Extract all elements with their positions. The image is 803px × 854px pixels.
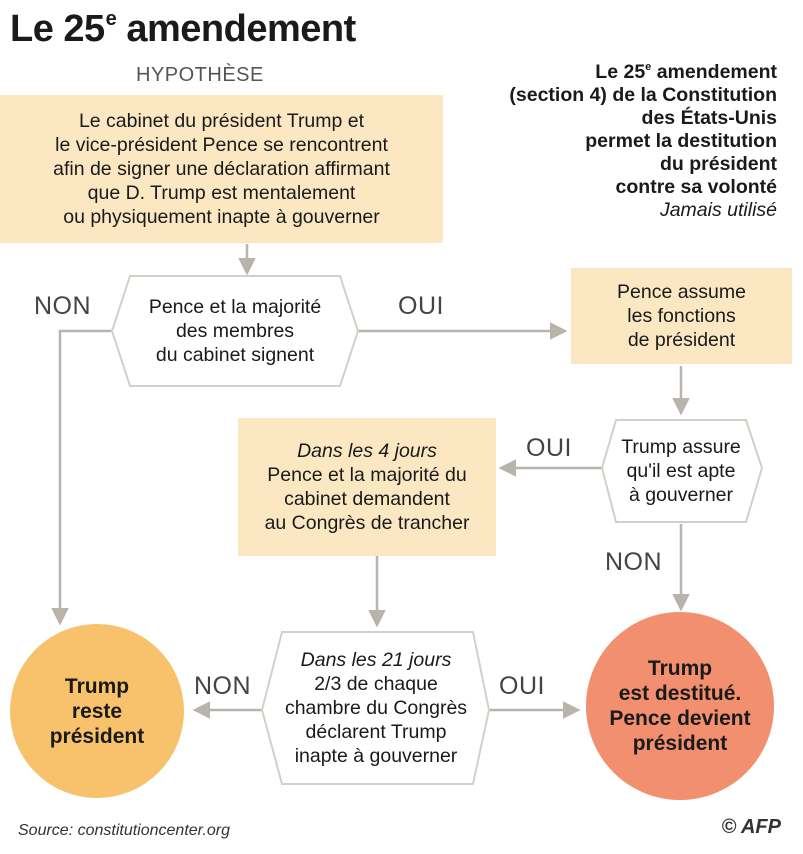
label-non-bottom: NON	[194, 672, 252, 700]
page-title: Le 25e amendement	[10, 8, 356, 50]
label-oui-mid: OUI	[526, 434, 572, 462]
step-assume-box: Pence assume les fonctions de président	[571, 268, 792, 364]
hex-sign-shape	[110, 275, 360, 387]
source-note: Source: constitutioncenter.org	[18, 822, 230, 839]
label-oui-bottom: OUI	[499, 672, 545, 700]
intro-text: Le 25e amendement (section 4) de la Cons…	[437, 56, 777, 222]
step-sign-hexagon: Pence et la majorité des membres du cabi…	[148, 296, 322, 366]
step-congress-request-box: Dans les 4 jours Pence et la majorité du…	[238, 418, 496, 556]
outcome-trump-stays: Trump reste président	[10, 624, 184, 798]
hex-vote-shape	[260, 631, 491, 785]
subtitle: HYPOTHÈSE	[136, 64, 264, 86]
afp-credit: © AFP	[721, 816, 781, 838]
outcome-trump-removed: Trump est destitué. Pence devient présid…	[586, 612, 774, 800]
step-congress-vote-hexagon: Dans les 21 jours 2/3 de chaque chambre …	[284, 649, 468, 767]
label-non-left: NON	[34, 292, 92, 320]
arrow-non-to-stays	[51, 329, 112, 626]
label-oui-top: OUI	[398, 292, 444, 320]
intro-note: Jamais utilisé	[659, 199, 777, 221]
step-claim-hexagon: Trump assure qu'il est apte à gouverner	[621, 436, 741, 506]
step-start-box: Le cabinet du président Trump et le vice…	[0, 95, 443, 243]
hex-claim-shape	[600, 419, 764, 523]
label-non-right: NON	[605, 548, 663, 576]
